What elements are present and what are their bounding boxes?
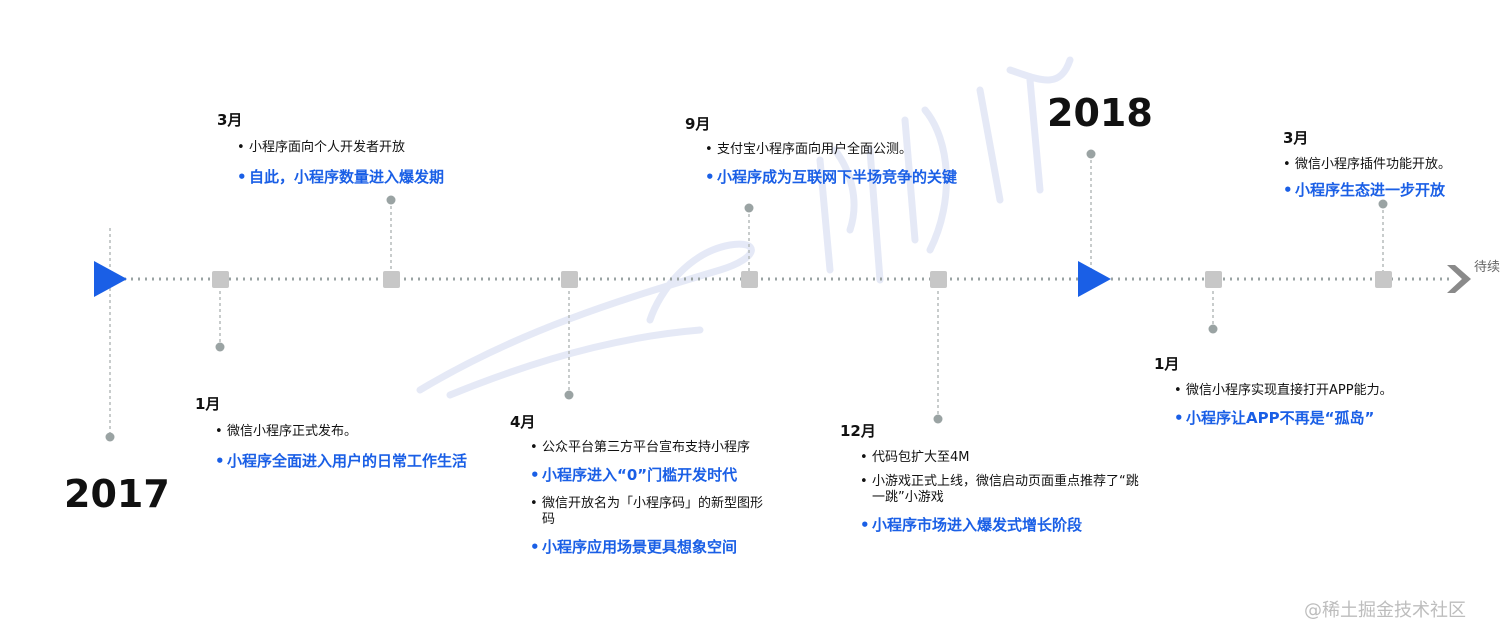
year-label-2017: 2017 — [64, 472, 170, 516]
dot-2017 — [105, 432, 115, 442]
node-jan-2017 — [212, 271, 229, 288]
event-bullet: 小程序面向个人开发者开放 — [237, 140, 477, 156]
event-month: 12月 — [840, 422, 876, 440]
continue-arrow-icon — [1447, 265, 1471, 293]
dot-jan-2017 — [215, 342, 225, 352]
node-mar-2018 — [1375, 271, 1392, 288]
dot-2018 — [1086, 149, 1096, 159]
dot-mar-2018 — [1378, 199, 1388, 209]
year-marker-2017 — [94, 261, 127, 297]
event-mar-2017: 3月 小程序面向个人开发者开放 自此，小程序数量进入爆发期 — [217, 111, 477, 186]
event-mar-2018: 3月 微信小程序插件功能开放。 小程序生态进一步开放 — [1283, 129, 1503, 199]
event-highlight: 小程序应用场景更具想象空间 — [530, 538, 775, 556]
event-dec-2017: 12月 代码包扩大至4M 小游戏正式上线，微信启动页面重点推荐了“跳一跳”小游戏… — [840, 422, 1150, 534]
node-mar-2017 — [383, 271, 400, 288]
dot-jan-2018 — [1208, 324, 1218, 334]
event-apr-2017: 4月 公众平台第三方平台宣布支持小程序 小程序进入“0”门槛开发时代 微信开放名… — [510, 413, 780, 556]
event-month: 3月 — [1283, 129, 1309, 147]
event-month: 4月 — [510, 413, 536, 431]
event-bullet: 代码包扩大至4M — [860, 450, 1145, 466]
event-month: 3月 — [217, 111, 243, 129]
event-bullet: 微信小程序实现直接打开APP能力。 — [1174, 383, 1484, 399]
footer-credit: @稀土掘金技术社区 — [1304, 600, 1466, 621]
event-jan-2017: 1月 微信小程序正式发布。 小程序全面进入用户的日常工作生活 — [195, 395, 495, 470]
watermark-logo — [416, 56, 1074, 399]
to-be-continued-label: 待续 — [1474, 260, 1501, 275]
event-bullet: 微信开放名为「小程序码」的新型图形码 — [530, 496, 775, 528]
node-jan-2018 — [1205, 271, 1222, 288]
event-jan-2018: 1月 微信小程序实现直接打开APP能力。 小程序让APP不再是“孤岛” — [1154, 355, 1484, 427]
event-month: 1月 — [195, 395, 221, 413]
event-highlight: 自此，小程序数量进入爆发期 — [237, 168, 477, 186]
event-highlight: 小程序市场进入爆发式增长阶段 — [860, 516, 1145, 534]
dot-apr-2017 — [564, 390, 574, 400]
event-sep-2017: 9月 支付宝小程序面向用户全面公测。 小程序成为互联网下半场竞争的关键 — [685, 115, 985, 186]
dot-sep-2017 — [744, 203, 754, 213]
event-month: 1月 — [1154, 355, 1180, 373]
year-label-2018: 2018 — [1047, 91, 1153, 135]
event-highlight: 小程序生态进一步开放 — [1283, 181, 1503, 199]
node-sep-2017 — [741, 271, 758, 288]
event-month: 9月 — [685, 115, 711, 133]
event-bullet: 公众平台第三方平台宣布支持小程序 — [530, 440, 775, 456]
node-apr-2017 — [561, 271, 578, 288]
event-highlight: 小程序全面进入用户的日常工作生活 — [215, 452, 495, 470]
event-bullet: 支付宝小程序面向用户全面公测。 — [705, 142, 985, 158]
event-highlight: 小程序成为互联网下半场竞争的关键 — [705, 168, 985, 186]
node-dec-2017 — [930, 271, 947, 288]
event-highlight: 小程序让APP不再是“孤岛” — [1174, 409, 1484, 427]
dot-dec-2017 — [933, 414, 943, 424]
event-bullet: 小游戏正式上线，微信启动页面重点推荐了“跳一跳”小游戏 — [860, 474, 1145, 506]
year-marker-2018 — [1078, 261, 1111, 297]
event-highlight: 小程序进入“0”门槛开发时代 — [530, 466, 775, 484]
event-bullet: 微信小程序正式发布。 — [215, 424, 495, 440]
dot-mar-2017 — [386, 195, 396, 205]
event-bullet: 微信小程序插件功能开放。 — [1283, 157, 1503, 173]
